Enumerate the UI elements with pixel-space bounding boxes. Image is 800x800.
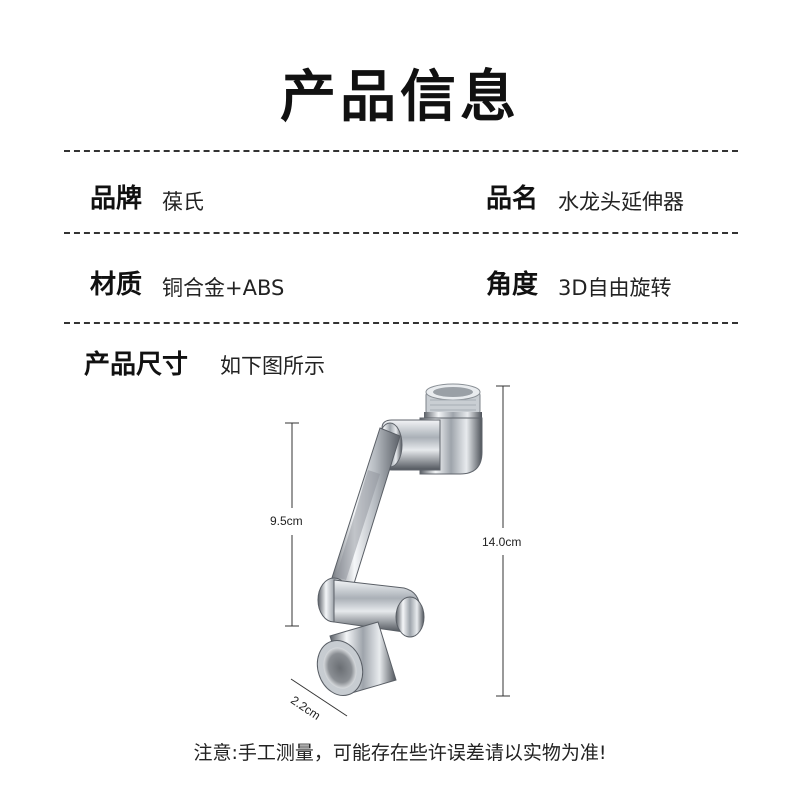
angle-value: 3D自由旋转 (558, 276, 672, 300)
page-title: 产品信息 (280, 65, 520, 130)
material-label: 材质 (90, 270, 143, 300)
arm-length-dimension (285, 422, 299, 627)
product-name-value: 水龙头延伸器 (558, 190, 684, 214)
total-height-label: 14.0cm (482, 535, 522, 549)
brand-value: 葆氏 (162, 190, 204, 214)
measurement-note: 注意:手工测量，可能存在些许误差请以实物为准! (193, 742, 607, 764)
brand-label: 品牌 (90, 184, 143, 214)
divider (64, 150, 738, 152)
divider (64, 232, 738, 234)
arm-length-label: 9.5cm (270, 514, 303, 528)
top-connector (424, 383, 482, 420)
lower-joint (317, 577, 425, 638)
total-height-dimension (496, 385, 510, 697)
angle-label: 角度 (486, 270, 539, 300)
size-value: 如下图所示 (220, 354, 325, 378)
size-label: 产品尺寸 (84, 350, 189, 380)
aerator-head (316, 621, 397, 696)
product-name-label: 品名 (486, 184, 539, 214)
material-value: 铜合金+ABS (162, 276, 285, 300)
divider (64, 322, 738, 324)
extension-arm (329, 427, 401, 591)
aerator-diameter-dimension (290, 678, 348, 717)
